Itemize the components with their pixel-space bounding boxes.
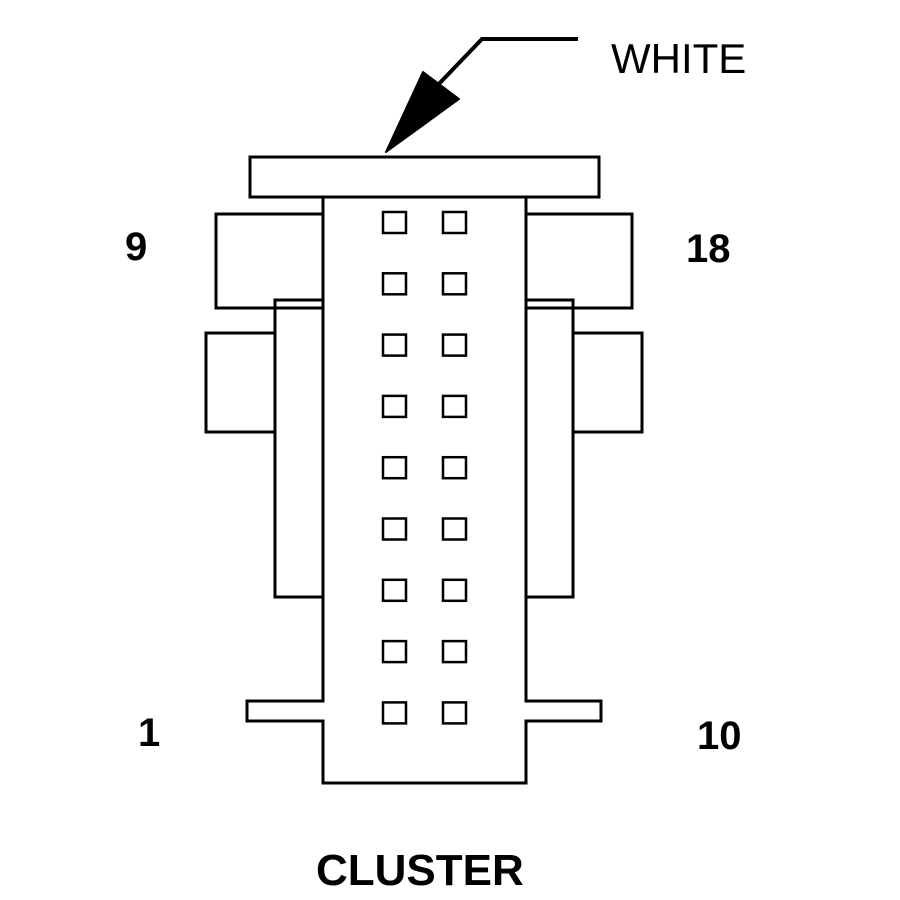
pin-cavity bbox=[441, 394, 468, 419]
pin-cavity bbox=[441, 333, 468, 357]
right-latch-rail bbox=[526, 298, 575, 599]
pin-cavity bbox=[381, 578, 408, 603]
pin-cavity bbox=[381, 394, 408, 419]
left-latch-rail bbox=[273, 298, 323, 599]
pin-cavity bbox=[381, 210, 408, 235]
pin-cavity bbox=[441, 701, 468, 725]
wire-indicator-arrow bbox=[385, 37, 578, 153]
pin-cavity bbox=[381, 639, 408, 664]
right-lower-tab bbox=[573, 331, 644, 434]
pin-cavity bbox=[381, 333, 408, 357]
pin-label-10: 10 bbox=[697, 714, 742, 758]
connector-body bbox=[245, 195, 603, 785]
top-flange bbox=[248, 155, 601, 199]
pin-cavity bbox=[441, 210, 468, 235]
pin-label-18: 18 bbox=[686, 227, 731, 271]
pin-cavity bbox=[381, 455, 408, 480]
pin-cavity bbox=[381, 701, 408, 725]
pin-cavity bbox=[381, 272, 408, 296]
pin-label-9: 9 bbox=[125, 225, 148, 269]
pin-cavity bbox=[441, 517, 468, 541]
pin-cavity bbox=[441, 578, 468, 603]
pin-cavity bbox=[441, 272, 468, 296]
left-upper-tab bbox=[214, 212, 323, 310]
wire-color-label: WHITE bbox=[611, 35, 747, 82]
connector-name: CLUSTER bbox=[316, 846, 524, 895]
pin-label-1: 1 bbox=[138, 711, 161, 755]
pin-cavity bbox=[441, 455, 468, 480]
left-lower-tab bbox=[204, 331, 275, 434]
right-upper-tab bbox=[526, 212, 634, 310]
pin-cavity bbox=[381, 517, 408, 541]
pin-cavity bbox=[441, 639, 468, 664]
